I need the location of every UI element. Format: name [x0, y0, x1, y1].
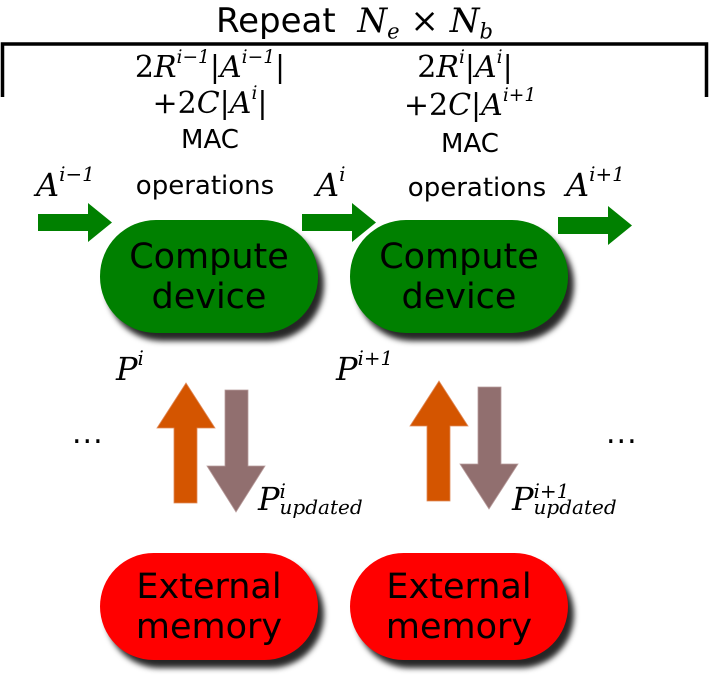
- activation-label-out: Ai+1: [566, 163, 625, 204]
- activation-arrow-in: [38, 203, 112, 242]
- activation-label-mid: Ai: [316, 163, 346, 204]
- ellipsis-left: ...: [72, 416, 104, 451]
- activation-label-in: Ai−1: [36, 163, 95, 204]
- param-in-label-1: Pi: [116, 347, 144, 388]
- param-store-arrow-2: [459, 386, 519, 510]
- repeat-title: Repeat Ne × Nb: [0, 0, 709, 42]
- stage-2-cost-unit-2: operations: [407, 173, 547, 203]
- stage-1-cost-unit-2: operations: [135, 171, 275, 201]
- stage-1-cost: 2Ri−1|Ai−1| +2C|Ai| MAC: [100, 47, 320, 158]
- compute-device-1: Compute device: [100, 220, 318, 333]
- compute-device-2-label-1: Compute: [379, 236, 539, 277]
- compute-device-2: Compute device: [350, 220, 568, 333]
- repeat-bracket: [0, 42, 709, 97]
- compute-device-2-label-2: device: [401, 276, 517, 317]
- activation-arrow-mid: [302, 203, 376, 242]
- external-memory-1-label-2: memory: [135, 606, 283, 647]
- activation-arrow-out: [558, 206, 632, 245]
- param-in-label-2: Pi+1: [336, 347, 394, 388]
- external-memory-2: External memory: [350, 553, 568, 660]
- param-load-arrow-2: [409, 380, 469, 502]
- compute-device-1-label-1: Compute: [129, 236, 289, 277]
- param-load-arrow-1: [156, 382, 216, 504]
- stage-1-cost-line-2: +2C|Ai|: [152, 83, 268, 121]
- stage-2-cost-unit-1: MAC: [441, 129, 499, 159]
- stage-2-cost-line-1: 2Ri|Ai|: [417, 47, 513, 85]
- external-memory-2-label-1: External: [386, 566, 532, 607]
- times-symbol: ×: [410, 1, 439, 41]
- stage-1-cost-unit-1: MAC: [181, 125, 239, 155]
- stage-2-cost-line-2: +2C|Ai+1: [403, 85, 537, 123]
- epochs-symbol: Ne: [357, 1, 400, 44]
- stage-1-cost-line-1: 2Ri−1|Ai−1|: [134, 47, 286, 85]
- external-memory-1-label-1: External: [136, 566, 282, 607]
- external-memory-2-label-2: memory: [385, 606, 533, 647]
- repeat-word: Repeat: [216, 1, 336, 41]
- compute-device-1-label-2: device: [151, 276, 267, 317]
- stage-2-cost: 2Ri|Ai| +2C|Ai+1 MAC: [370, 47, 570, 162]
- ellipsis-right: ...: [606, 416, 638, 451]
- param-store-arrow-1: [206, 389, 266, 513]
- batches-symbol: Nb: [449, 1, 493, 44]
- external-memory-1: External memory: [100, 553, 318, 660]
